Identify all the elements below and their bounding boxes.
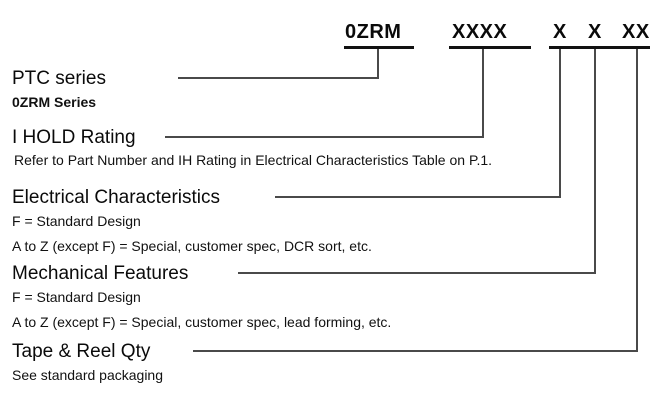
callout-line-ihold-0: Refer to Part Number and IH Rating in El… [14, 152, 493, 168]
part-code-rule-suffix [549, 46, 650, 49]
callout-heading-electrical: Electrical Characteristics [12, 187, 220, 208]
callout-heading-packaging: Tape & Reel Qty [12, 341, 151, 362]
part-code-mechanical: X [588, 21, 602, 43]
part-code-rule-ihold [449, 46, 531, 49]
leader-horizontal-packaging [193, 350, 638, 352]
callout-line-series-0: 0ZRM Series [12, 94, 97, 110]
callout-line-mechanical-1: A to Z (except F) = Special, customer sp… [12, 314, 392, 330]
part-code-electrical: X [553, 21, 567, 43]
callout-heading-series: PTC series [12, 68, 106, 89]
part-code-series: 0ZRM [345, 21, 402, 43]
leader-vertical-mechanical [594, 49, 596, 273]
leader-vertical-packaging [636, 49, 638, 351]
leader-horizontal-ihold [165, 136, 484, 138]
callout-heading-mechanical: Mechanical Features [12, 263, 189, 284]
part-code-rule-series [344, 46, 414, 49]
callout-line-packaging-0: See standard packaging [12, 367, 163, 383]
leader-horizontal-electrical [275, 196, 561, 198]
callout-line-mechanical-0: F = Standard Design [12, 289, 141, 305]
leader-vertical-series [377, 49, 379, 78]
leader-horizontal-series [178, 77, 379, 79]
callout-heading-ihold: I HOLD Rating [12, 127, 136, 148]
part-code-ihold: XXXX [452, 21, 508, 43]
leader-horizontal-mechanical [238, 272, 596, 274]
part-code-packaging: XX [622, 21, 650, 43]
callout-line-electrical-1: A to Z (except F) = Special, customer sp… [12, 238, 372, 254]
callout-line-electrical-0: F = Standard Design [12, 213, 141, 229]
leader-vertical-ihold [482, 49, 484, 137]
leader-vertical-electrical [559, 49, 561, 197]
